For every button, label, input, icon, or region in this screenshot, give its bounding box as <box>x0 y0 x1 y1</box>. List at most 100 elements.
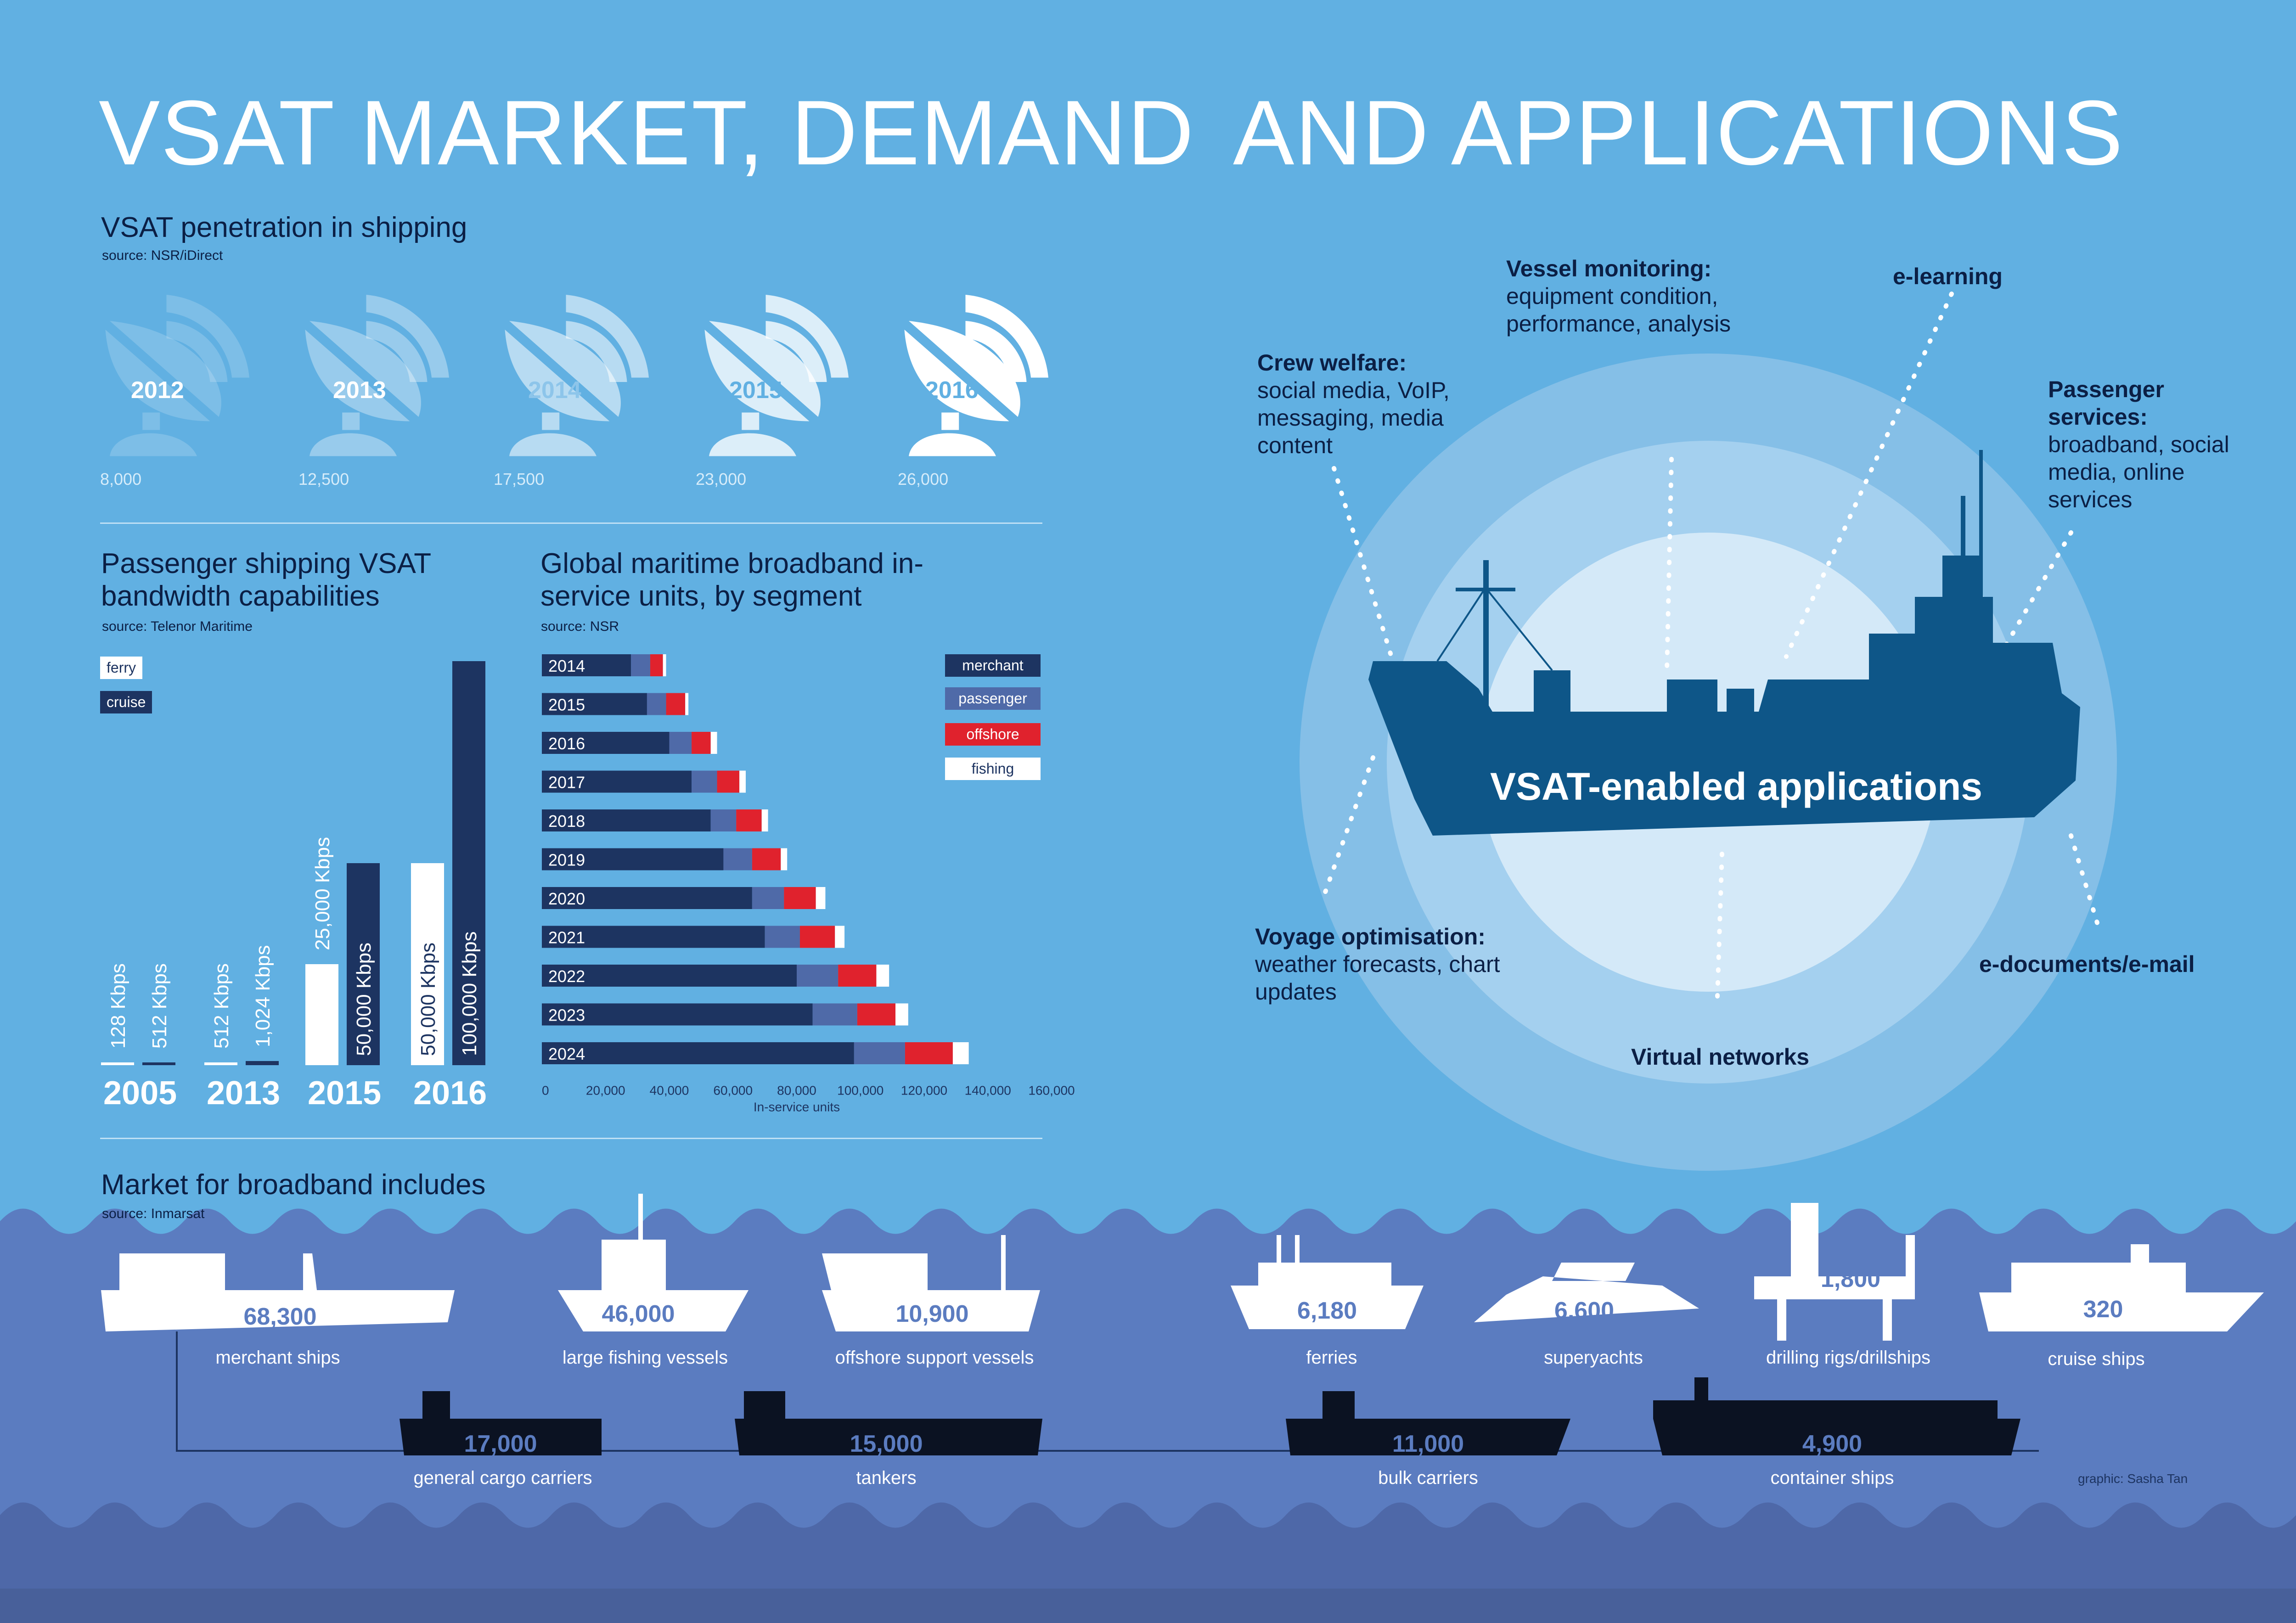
legend-cruise: cruise <box>100 691 152 713</box>
seg-year-2015: 2015 <box>548 696 585 714</box>
seg-bar-merchant-2024 <box>542 1042 854 1064</box>
seg-xtick-2: 40,000 <box>650 1084 689 1098</box>
app-passenger-services-head: Passenger services: <box>2048 376 2164 430</box>
seg-bar-passenger-2018 <box>710 809 737 831</box>
seg-bar-passenger-2017 <box>692 770 717 793</box>
segment-source: source: NSR <box>541 619 619 634</box>
ship-value-bulk: 11,000 <box>1392 1431 1464 1457</box>
app-vessel-monitoring-head: Vessel monitoring: <box>1506 256 1712 281</box>
bandwidth-source: source: Telenor Maritime <box>102 619 253 634</box>
page-title-right: AND APPLICATIONS <box>1233 82 2124 184</box>
tanker-icon <box>735 1391 1042 1455</box>
seg-bar-fishing-2015 <box>685 693 689 715</box>
seg-bar-merchant-2014 <box>542 654 631 676</box>
seg-year-2024: 2024 <box>548 1045 585 1063</box>
ship-label-container: container ships <box>1770 1468 1894 1488</box>
app-vessel-monitoring-text: equipment condition, performance, analys… <box>1506 283 1731 337</box>
seg-bar-offshore-2023 <box>857 1003 896 1026</box>
seg-bar-offshore-2015 <box>666 693 686 715</box>
seg-xtick-3: 60,000 <box>713 1084 753 1098</box>
seg-bar-offshore-2024 <box>905 1042 953 1064</box>
legend-offshore: offshore <box>945 723 1041 746</box>
dish-icon-2016 <box>904 295 1048 456</box>
seg-bar-passenger-2014 <box>631 654 650 676</box>
seg-bar-merchant-2015 <box>542 693 647 715</box>
ship-label-merchant: merchant ships <box>215 1348 340 1368</box>
seg-bar-offshore-2020 <box>784 887 816 909</box>
bar-cruise-2015 <box>347 863 380 1065</box>
dish-value-2016: 26,000 <box>898 470 949 489</box>
seg-xlabel: In-service units <box>754 1100 840 1114</box>
seg-bar-fishing-2024 <box>952 1042 969 1064</box>
bar-label-ferry-2016: 50,000 Kbps <box>417 943 439 1056</box>
applications-center-label: VSAT-enabled applications <box>1490 765 1982 808</box>
ship-value-tankers: 15,000 <box>850 1431 923 1457</box>
ship-silhouettes <box>101 1194 2264 1455</box>
market-title: Market for broadband includes <box>101 1169 486 1201</box>
seg-bar-passenger-2015 <box>647 693 666 715</box>
bar-ferry-2013 <box>204 1062 237 1065</box>
seg-bar-passenger-2016 <box>669 732 692 754</box>
seg-bar-passenger-2021 <box>765 926 800 948</box>
penetration-title: VSAT penetration in shipping <box>101 212 467 243</box>
dish-year-2016: 2016 <box>925 377 979 404</box>
dish-year-2012: 2012 <box>131 377 184 404</box>
vessel-silhouette-icon <box>1368 450 2080 836</box>
dish-year-2015: 2015 <box>729 377 782 404</box>
segment-chart-svg: 2014201520162017201820192020202120222023… <box>542 654 1075 1114</box>
app-crew-welfare-head: Crew welfare: <box>1257 350 1407 376</box>
container-ship-icon <box>1653 1377 2020 1455</box>
bar-label-cruise-2016: 100,000 Kbps <box>458 931 481 1056</box>
page-title-left: VSAT MARKET, DEMAND <box>99 82 1195 184</box>
ship-label-fishing: large fishing vessels <box>562 1348 728 1368</box>
legend-fishing: fishing <box>945 758 1041 780</box>
bar-label-ferry-2015: 25,000 Kbps <box>311 837 334 950</box>
seg-bar-offshore-2014 <box>650 654 663 676</box>
bar-ferry-2015 <box>305 964 338 1065</box>
dish-year-2013: 2013 <box>333 377 386 404</box>
bulk-carrier-icon <box>1286 1391 1570 1455</box>
seg-bar-offshore-2016 <box>692 732 711 754</box>
bandwidth-year-2016: 2016 <box>413 1075 487 1112</box>
connector-lines <box>1320 292 2101 999</box>
seg-bar-fishing-2016 <box>710 732 717 754</box>
ship-value-general-cargo: 17,000 <box>464 1431 537 1457</box>
seg-bar-merchant-2021 <box>542 926 765 948</box>
bandwidth-title: Passenger shipping VSAT bandwidth capabi… <box>101 548 431 612</box>
offshore-vessel-icon <box>822 1235 1040 1331</box>
seg-year-2023: 2023 <box>548 1006 585 1025</box>
dish-icon-2012 <box>105 295 249 456</box>
ship-value-cruise: 320 <box>2083 1296 2123 1323</box>
bar-cruise-2016 <box>452 661 485 1065</box>
legend-merchant: merchant <box>945 654 1041 677</box>
seg-xtick-8: 160,000 <box>1028 1084 1075 1098</box>
bar-label-ferry-2013: 512 Kbps <box>210 963 233 1049</box>
dish-value-2015: 23,000 <box>696 470 747 489</box>
ship-label-cruise: cruise ships <box>2048 1349 2145 1369</box>
app-crew-welfare-text: social media, VoIP, messaging, media con… <box>1257 377 1450 458</box>
seg-bar-merchant-2018 <box>542 809 711 831</box>
dish-icon-2013 <box>305 295 449 456</box>
bar-label-cruise-2015: 50,000 Kbps <box>353 943 375 1056</box>
seg-bar-fishing-2018 <box>761 809 768 831</box>
seg-bar-merchant-2017 <box>542 770 692 793</box>
ship-label-general-cargo: general cargo carriers <box>413 1468 592 1488</box>
bar-label-ferry-2005: 128 Kbps <box>107 963 129 1049</box>
ship-label-ferries: ferries <box>1306 1348 1357 1368</box>
seg-bar-offshore-2018 <box>736 809 762 831</box>
seg-xtick-6: 120,000 <box>901 1084 947 1098</box>
seg-year-2018: 2018 <box>548 812 585 831</box>
seg-bar-fishing-2023 <box>895 1003 908 1026</box>
seg-bar-offshore-2017 <box>717 770 740 793</box>
app-e-documents: e-documents/e-mail <box>1979 951 2195 977</box>
seg-bar-passenger-2022 <box>797 965 838 987</box>
seg-bar-passenger-2019 <box>723 848 752 870</box>
seg-year-2019: 2019 <box>548 851 585 870</box>
bandwidth-year-2005: 2005 <box>103 1075 177 1112</box>
seg-bar-merchant-2023 <box>542 1003 813 1026</box>
seg-bar-fishing-2021 <box>835 926 845 948</box>
bar-label-cruise-2005: 512 Kbps <box>148 963 171 1049</box>
dish-icon-2014 <box>505 295 649 456</box>
